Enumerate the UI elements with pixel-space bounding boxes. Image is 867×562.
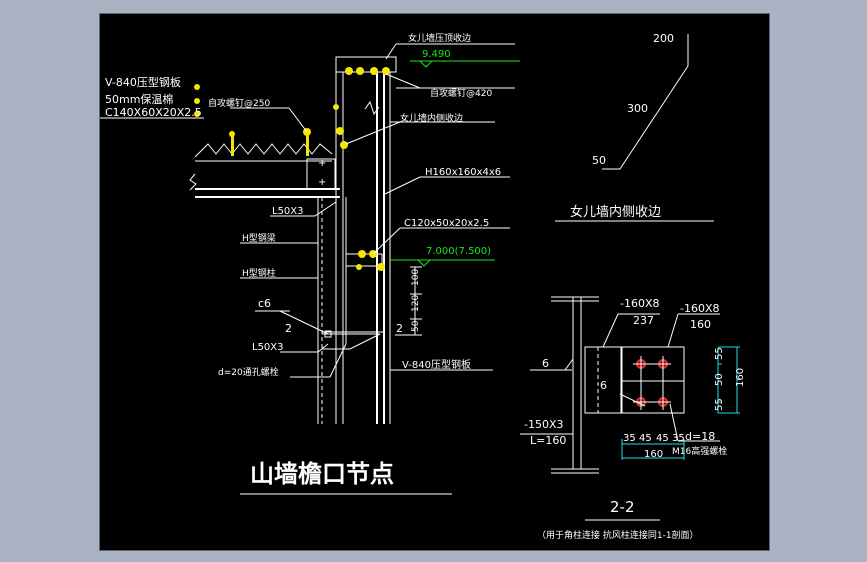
main-title: 山墙檐口节点 bbox=[250, 460, 394, 488]
label-angle-top: L50X3 bbox=[272, 206, 304, 217]
label-h-beam-1: H型钢梁 bbox=[242, 232, 276, 244]
dim-50: 50 bbox=[411, 320, 421, 332]
roof-panel bbox=[194, 143, 333, 158]
svg-text:+: + bbox=[318, 158, 326, 169]
dim-200: 200 bbox=[653, 32, 674, 45]
label-column: H160x160x4x6 bbox=[425, 167, 501, 178]
dim-35b: 35 bbox=[672, 433, 685, 444]
label-angle-len: L=160 bbox=[530, 434, 566, 447]
dim-35a: 35 bbox=[623, 433, 636, 444]
drawing-sheet: + + bbox=[99, 13, 770, 551]
bolt-dot bbox=[358, 250, 366, 258]
dim-160v: 160 bbox=[735, 368, 746, 387]
dim-120: 120 bbox=[411, 295, 421, 312]
dim-300: 300 bbox=[627, 102, 648, 115]
label-bolt-250: 自攻螺钉@250 bbox=[208, 97, 270, 109]
bolt-dot bbox=[377, 263, 385, 271]
bolt-dot bbox=[336, 127, 344, 135]
label-h-beam-2: H型钢柱 bbox=[242, 267, 276, 279]
bracket-plate bbox=[322, 333, 381, 350]
bolt-dot bbox=[370, 67, 378, 75]
screw bbox=[231, 134, 234, 156]
label-parapet-inner: 女儿墙内侧收边 bbox=[400, 112, 463, 124]
label-plate-1: -160X8 bbox=[620, 297, 660, 310]
label-bolt-420: 自攻螺钉@420 bbox=[430, 87, 492, 99]
parapet-cap bbox=[335, 56, 397, 73]
label-inner-edge: 女儿墙内侧收边 bbox=[570, 204, 661, 220]
label-c-section: C120x50x20x2.5 bbox=[404, 218, 489, 229]
label-parapet-top: 女儿墙压顶收边 bbox=[408, 32, 471, 44]
label-hole: d=18 bbox=[685, 430, 715, 443]
label-elevation-2: 7.000(7.500) bbox=[426, 246, 491, 257]
plate-right bbox=[621, 346, 685, 414]
label-weld-2: 2 bbox=[285, 322, 292, 335]
label-bolt: M16高强螺栓 bbox=[672, 445, 727, 457]
svg-text:+: + bbox=[318, 177, 326, 188]
bolt-dot bbox=[340, 141, 348, 149]
bolt-dot bbox=[194, 111, 200, 117]
label-wall-panel: V-840压型钢板 bbox=[402, 358, 471, 371]
label-weld-c: c6 bbox=[258, 297, 271, 310]
label-angle: -150X3 bbox=[524, 418, 564, 431]
dim-100: 100 bbox=[411, 269, 421, 286]
detail-drawing: + + bbox=[100, 32, 746, 541]
bolt-dot bbox=[356, 264, 362, 270]
dim-50-right: 50 bbox=[592, 154, 606, 167]
dim-2: 2 bbox=[396, 322, 403, 335]
bolt-dot bbox=[229, 131, 235, 137]
screw bbox=[306, 134, 309, 156]
dim-45a: 45 bbox=[639, 433, 652, 444]
bolt-dot bbox=[333, 104, 339, 110]
label-angle-bottom: L50X3 bbox=[252, 342, 284, 353]
bolt-dot bbox=[345, 67, 353, 75]
edge-profile bbox=[602, 34, 689, 170]
label-plate-1-len: 237 bbox=[633, 314, 654, 327]
label-plate-2-len: 160 bbox=[690, 318, 711, 331]
bolt-dot bbox=[194, 84, 200, 90]
label-weld-6a: 6 bbox=[542, 357, 549, 370]
bolt-dot bbox=[194, 98, 200, 104]
label-insulation: 50mm保温棉 bbox=[105, 92, 173, 106]
roof-break-symbol bbox=[189, 173, 197, 191]
purlin-box bbox=[306, 158, 336, 190]
bolt-dot bbox=[356, 67, 364, 75]
section-note: （用于角柱连接 抗风柱连接同1-1剖面） bbox=[537, 529, 699, 541]
bolt-dot bbox=[382, 67, 390, 75]
dim-55a: 55 bbox=[714, 347, 725, 360]
dim-45b: 45 bbox=[656, 433, 669, 444]
label-weld-6b: 6 bbox=[600, 379, 607, 392]
section-title: 2-2 bbox=[610, 498, 635, 516]
dim-160h: 160 bbox=[644, 449, 663, 460]
angle-small bbox=[324, 330, 332, 338]
label-roof-panel: V-840压型钢板 bbox=[105, 75, 181, 89]
dim-55b: 55 bbox=[714, 398, 725, 411]
label-plate-2: -160X8 bbox=[680, 302, 720, 315]
break-symbol bbox=[364, 100, 380, 116]
dim-50-sec: 50 bbox=[714, 373, 725, 386]
label-purlin: C140X60X20X2.5 bbox=[105, 106, 202, 119]
label-bolt-plate: d=20通孔螺栓 bbox=[218, 366, 279, 378]
label-top-elevation: 9.490 bbox=[422, 49, 451, 60]
